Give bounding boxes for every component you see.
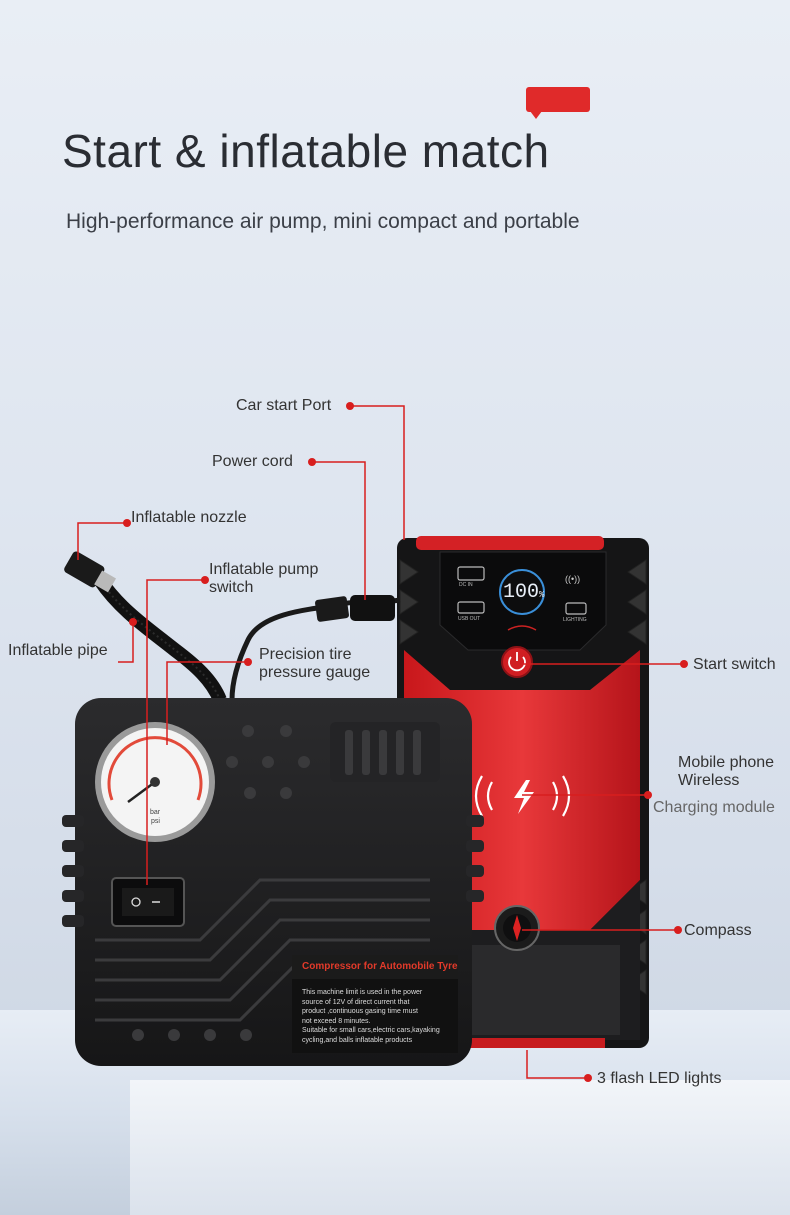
callout-car-start-port: Car start Port <box>236 397 332 414</box>
label-line: source of 12V of direct current that <box>302 998 410 1006</box>
callout-pump-switch-line-1: Inflatable pump <box>209 561 319 578</box>
inflatable-pipe <box>94 576 227 703</box>
callout-power-cord: Power cord <box>212 453 293 470</box>
battery-display: 100% <box>503 581 544 604</box>
callout-inflatable-nozzle: Inflatable nozzle <box>131 509 247 526</box>
callout-led-lights: 3 flash LED lights <box>597 1070 722 1087</box>
page-title: Start & inflatable match <box>62 125 550 177</box>
callout-pressure-gauge: Precision tire pressure gauge <box>259 646 370 682</box>
battery-display-unit: % <box>539 590 545 600</box>
callout-pump-switch-line-2: switch <box>209 579 254 596</box>
label-line: not exceed 8 minutes. <box>302 1017 371 1025</box>
battery-display-value: 100 <box>503 581 540 604</box>
usb-out-icon-label: USB OUT <box>458 616 481 622</box>
background-plinth <box>130 1080 790 1215</box>
callout-wireless-line-1: Mobile phone <box>678 754 775 771</box>
compressor-label-title: Compressor for Automobile Tyre <box>302 961 458 972</box>
callout-dots <box>123 402 688 1082</box>
callout-wireless: Mobile phone Wireless <box>678 754 774 790</box>
label-line: This machine limit is used in the power <box>302 989 423 996</box>
dc-in-icon-label: DC IN <box>459 582 473 588</box>
red-tag-badge <box>526 87 590 119</box>
svg-text:((•)): ((•)) <box>565 574 580 584</box>
label-line: product ,continuous gasing time must <box>302 1008 418 1015</box>
lighting-icon-label: LIGHTING <box>563 617 587 623</box>
callout-pressure-gauge-line-2: pressure gauge <box>259 664 371 681</box>
air-compressor <box>62 698 484 1066</box>
callout-charging-module: Charging module <box>653 799 775 816</box>
gauge-bar-label: bar <box>150 809 161 816</box>
callout-compass: Compass <box>684 922 752 939</box>
label-line: cycling,and balls inflatable products <box>302 1036 413 1044</box>
callout-wireless-line-2: Wireless <box>678 772 740 789</box>
callout-pressure-gauge-line-1: Precision tire <box>259 646 352 663</box>
label-line: Suitable for small cars,electric cars,ka… <box>302 1027 440 1034</box>
compressor-label-body: This machine limit is used in the power … <box>302 988 454 1045</box>
inflatable-nozzle <box>64 551 117 593</box>
callout-pump-switch: Inflatable pump switch <box>209 561 318 597</box>
callout-inflatable-pipe: Inflatable pipe <box>8 642 108 659</box>
callout-lines <box>77 405 684 1079</box>
gauge-psi-label: psi <box>151 818 160 825</box>
page-subtitle: High-performance air pump, mini compact … <box>66 210 580 233</box>
callout-start-switch: Start switch <box>693 656 776 673</box>
